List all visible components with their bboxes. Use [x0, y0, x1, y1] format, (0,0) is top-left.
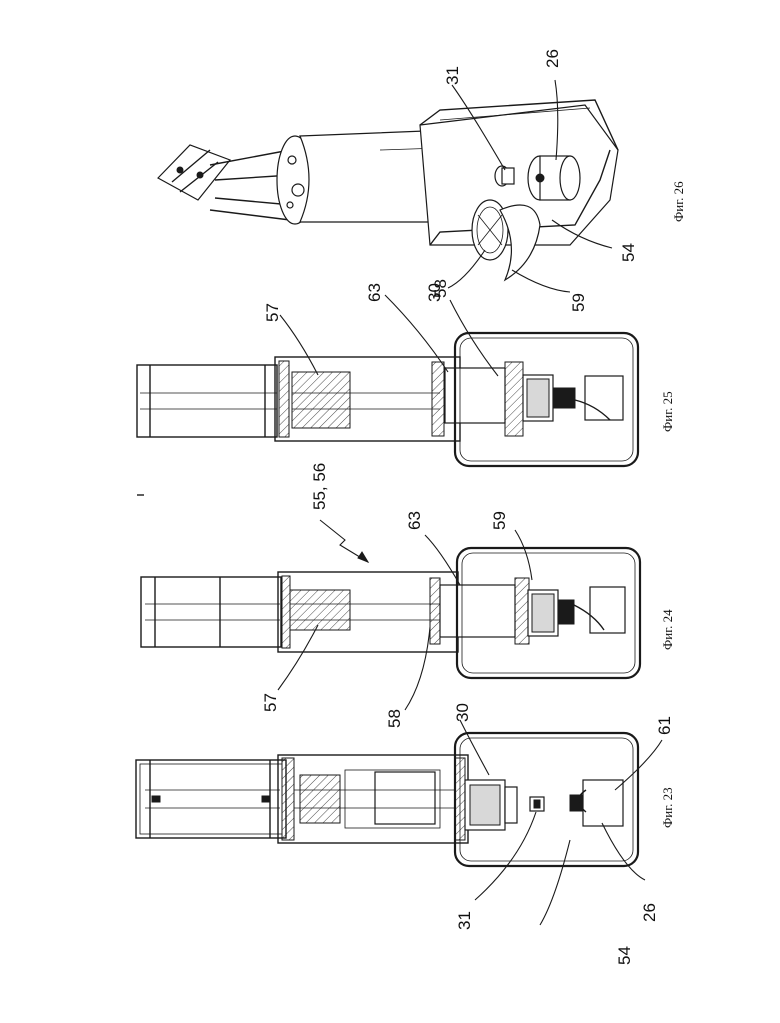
figure-25: 57 63 58 Фиг. 25 — [137, 279, 675, 466]
label-57-fig24: 57 — [261, 693, 280, 712]
label-63-fig24: 63 — [405, 511, 424, 530]
label-31-fig23: 31 — [455, 911, 474, 930]
caption-fig24: Фиг. 24 — [660, 609, 675, 650]
figure-23: 31 54 26 30 61 Фиг. 23 — [136, 703, 675, 965]
label-26-fig26: 26 — [543, 49, 562, 68]
label-61-fig23: 61 — [655, 716, 674, 735]
label-63-fig25: 63 — [365, 283, 384, 302]
caption-fig25: Фиг. 25 — [660, 391, 675, 432]
caption-fig23: Фиг. 23 — [660, 787, 675, 828]
label-30-fig26: 30 — [425, 283, 444, 302]
label-59-fig26: 59 — [569, 293, 588, 312]
label-54-fig23: 54 — [615, 946, 634, 965]
label-30-fig23: 30 — [453, 703, 472, 722]
label-31-fig26: 31 — [443, 66, 462, 85]
figure-24: 57 58 63 59 55, 56 Фиг. 24 — [141, 463, 675, 728]
label-26-fig23: 26 — [640, 903, 659, 922]
label-54-fig26: 54 — [619, 243, 638, 262]
label-57-fig25: 57 — [263, 303, 282, 322]
figure-26: 31 26 30 59 54 Фиг. 26 — [158, 49, 686, 312]
label-59-fig24: 59 — [490, 511, 509, 530]
label-58-fig24: 58 — [385, 709, 404, 728]
label-55-56-fig24: 55, 56 — [310, 463, 329, 510]
caption-fig26: Фиг. 26 — [671, 181, 686, 222]
